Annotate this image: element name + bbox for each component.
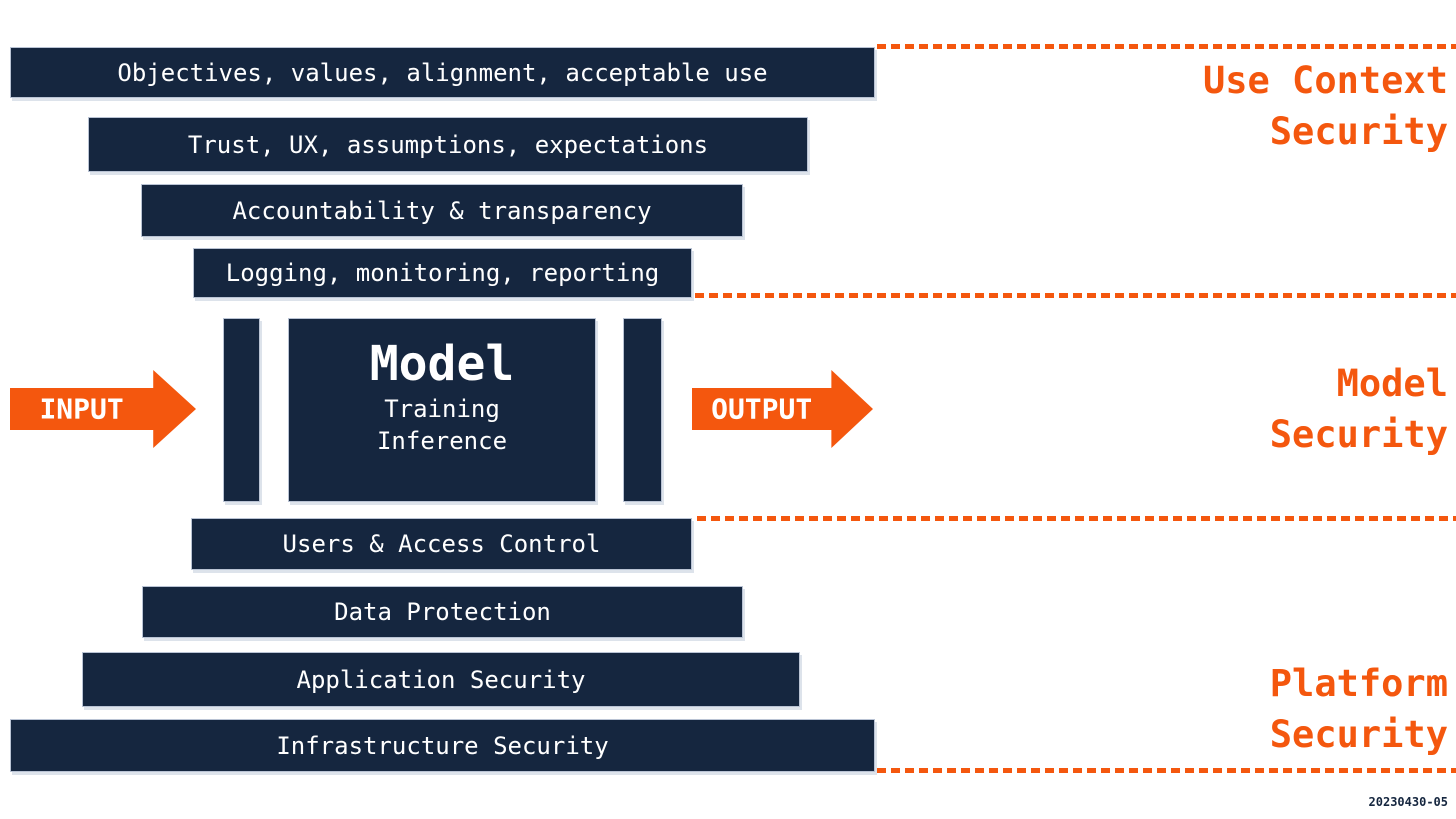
section-label-platform-security: Platform Security xyxy=(1269,662,1448,756)
version-stamp: 20230430-05 xyxy=(1368,795,1448,809)
bar-trust-ux-assumptions: Trust, UX, assumptions, expectations xyxy=(88,117,808,172)
model-subtitle-inference: Inference xyxy=(376,427,508,455)
bar-data-protection: Data Protection xyxy=(142,586,743,638)
bar-application-security: Application Security xyxy=(82,652,800,707)
divider-platform-bottom xyxy=(877,768,1456,773)
input-arrow: INPUT xyxy=(10,370,196,448)
divider-use-context-model xyxy=(695,293,1456,298)
divider-use-context-top xyxy=(877,44,1456,49)
input-arrow-label: INPUT xyxy=(39,392,124,426)
divider-model-platform xyxy=(697,516,1456,521)
section-label-model-security: Model Security xyxy=(1269,362,1448,456)
section-label-use-context-security: Use Context Security xyxy=(1202,59,1448,153)
bar-users-access-control: Users & Access Control xyxy=(191,518,692,570)
bar-infrastructure-security: Infrastructure Security xyxy=(10,719,875,772)
left-guard-pillar xyxy=(223,318,260,502)
output-arrow: OUTPUT xyxy=(692,370,873,448)
model-box: Model Training Inference xyxy=(288,318,596,502)
bar-objectives-values-alignment: Objectives, values, alignment, acceptabl… xyxy=(10,47,875,98)
bar-accountability-transparency: Accountability & transparency xyxy=(141,184,743,237)
model-subtitle-training: Training xyxy=(384,395,500,423)
output-arrow-label: OUTPUT xyxy=(711,392,813,426)
model-title: Model xyxy=(369,336,515,392)
right-guard-pillar xyxy=(623,318,662,502)
bar-logging-monitoring-reporting: Logging, monitoring, reporting xyxy=(193,248,692,298)
